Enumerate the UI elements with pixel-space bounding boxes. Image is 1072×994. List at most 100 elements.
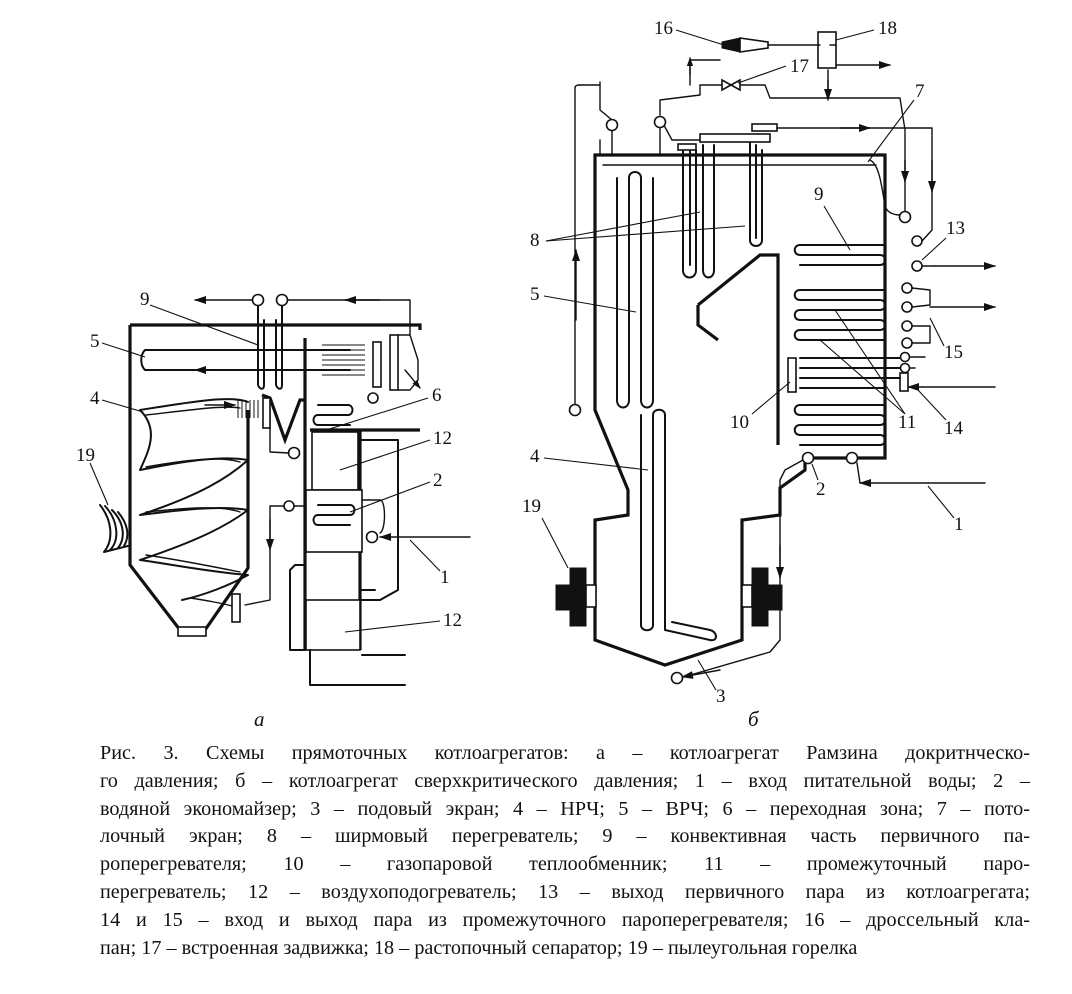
- b-label-9: 9: [814, 184, 824, 205]
- caption-line: Рис. 3. Схемы прямоточных котлоагрегатов…: [100, 742, 1030, 764]
- b-platen-right: [749, 139, 763, 247]
- b-burner-left-19: [555, 567, 597, 627]
- b-gas-steam-exchanger-10: [787, 357, 797, 393]
- subfigure-b-label: б: [748, 707, 760, 731]
- a-node-6: [367, 392, 379, 404]
- a-label-2: 2: [433, 470, 443, 491]
- b-label-1: 1: [954, 514, 964, 535]
- a-air-heater-upper: [311, 431, 359, 491]
- b-economizer-coil-2: [793, 404, 887, 446]
- b-nrch-tubes: [640, 408, 717, 642]
- a-furnace-nose: [261, 393, 305, 445]
- b-platen-header-left: [699, 133, 771, 143]
- b-label-7: 7: [915, 81, 925, 102]
- b-node-r-1: [911, 235, 923, 247]
- a-node-down: [287, 446, 301, 460]
- a-burner-comb: [237, 400, 259, 418]
- b-node-r-7: [899, 351, 911, 363]
- a-economizer-coil: [312, 504, 356, 526]
- a-burner-header-bottom: [231, 593, 241, 623]
- b-node-r-2: [911, 260, 923, 272]
- a-header-right: [389, 334, 399, 391]
- a-label-12-top: 12: [433, 428, 452, 449]
- b-node-r-6: [901, 337, 913, 349]
- b-startup-separator-18: [817, 31, 837, 69]
- a-label-1: 1: [440, 567, 450, 588]
- a-air-duct-outer: [289, 439, 406, 686]
- b-label-15: 15: [944, 342, 963, 363]
- b-label-2: 2: [816, 479, 826, 500]
- b-header-14: [899, 372, 909, 392]
- caption-line: лочный экран; 8 – ширмовый перегреватель…: [100, 825, 1030, 848]
- a-upper-tube-bank: [322, 344, 365, 376]
- a-node-eco-left: [283, 500, 295, 512]
- a-air-heater-lower: [305, 599, 361, 651]
- b-vrch-tubes: [616, 171, 654, 409]
- caption-line: роперегревателя; 10 – газопаровой теплоо…: [100, 853, 1030, 876]
- b-platen-header-small: [677, 143, 697, 151]
- b-reheater-coil-11: [793, 289, 887, 341]
- a-transition-zone-6: [312, 404, 354, 426]
- a-node-top-left: [251, 293, 265, 307]
- b-label-17: 17: [790, 56, 809, 77]
- diagram-b-supercritical-boiler: 16 18 17 7 8 9 13 5 15 14 10 11 4 19 2 1…: [522, 18, 996, 731]
- b-label-8: 8: [530, 230, 540, 251]
- a-label-19: 19: [76, 445, 95, 466]
- a-economizer-2: [305, 489, 363, 553]
- b-node-r-3: [901, 282, 913, 294]
- b-node-r-4: [901, 301, 913, 313]
- b-label-13: 13: [946, 218, 965, 239]
- a-node-eco-right: [365, 530, 379, 544]
- b-node-eco-left: [801, 451, 815, 465]
- a-convective-9: [257, 299, 283, 390]
- a-nrch-wave-inner: [145, 406, 241, 573]
- a-label-4: 4: [90, 388, 100, 409]
- a-small-header: [262, 397, 271, 429]
- b-label-14: 14: [944, 418, 964, 439]
- b-node-left-mid: [568, 403, 582, 417]
- a-label-12-bottom: 12: [443, 610, 462, 631]
- b-node-r-8: [899, 362, 911, 374]
- b-convective-coil-9: [793, 244, 887, 266]
- b-platen-superheater-8: [682, 144, 715, 279]
- subfigure-a-label: а: [254, 707, 265, 731]
- caption-line: перегреватель; 12 – воздухоподогреватель…: [100, 880, 1030, 903]
- b-burner-right-19: [741, 567, 783, 627]
- a-label-5: 5: [90, 331, 100, 352]
- caption-line: водяной экономайзер; 3 – подовый экран; …: [100, 797, 1030, 820]
- caption-line: го давления; б – котлоагрегат сверхкрити…: [100, 769, 1030, 792]
- a-nrch-wave-coil: [139, 398, 249, 601]
- b-label-19: 19: [522, 496, 541, 517]
- b-node-top-2: [653, 115, 667, 129]
- a-node-top-right: [275, 293, 289, 307]
- b-throttle-valve-16: [721, 37, 821, 53]
- diagram-a-ramzin-boiler: 9 5 4 19 6 12 2 1 12 а: [76, 289, 471, 731]
- b-label-18: 18: [878, 18, 897, 39]
- b-ceiling-wire: [869, 159, 901, 216]
- b-gate-valve-17: [721, 78, 741, 92]
- figure-caption: Рис. 3. Схемы прямоточных котлоагрегатов…: [100, 740, 1030, 962]
- b-label-5: 5: [530, 284, 540, 305]
- b-label-4: 4: [530, 446, 540, 467]
- b-node-eco-right: [845, 451, 859, 465]
- a-label-6: 6: [432, 385, 442, 406]
- b-furnace-nose: [696, 253, 780, 445]
- a-header-vertical: [372, 341, 382, 388]
- b-furnace-outline: [593, 153, 887, 667]
- boiler-schematic-figure: 9 5 4 19 6 12 2 1 12 а: [76, 18, 996, 731]
- b-coil-lower-rows: [799, 357, 901, 389]
- b-platen-header-right: [751, 123, 778, 132]
- caption-line: пан; 17 – встроенная задвижка; 18 – раст…: [100, 936, 858, 959]
- a-burner-19: [99, 504, 129, 553]
- a-vrch-coil: [140, 349, 351, 371]
- b-node-ceiling-right: [898, 210, 912, 224]
- caption-line: 14 и 15 – вход и выход пара из промежуто…: [100, 908, 1030, 931]
- b-node-bottom-3: [670, 671, 684, 685]
- b-node-r-5: [901, 320, 913, 332]
- b-right-side-pipes: [909, 189, 936, 369]
- b-label-11: 11: [898, 412, 916, 433]
- b-label-10: 10: [730, 412, 749, 433]
- b-node-top-1: [605, 118, 619, 132]
- a-label-9: 9: [140, 289, 150, 310]
- b-label-16: 16: [654, 18, 673, 39]
